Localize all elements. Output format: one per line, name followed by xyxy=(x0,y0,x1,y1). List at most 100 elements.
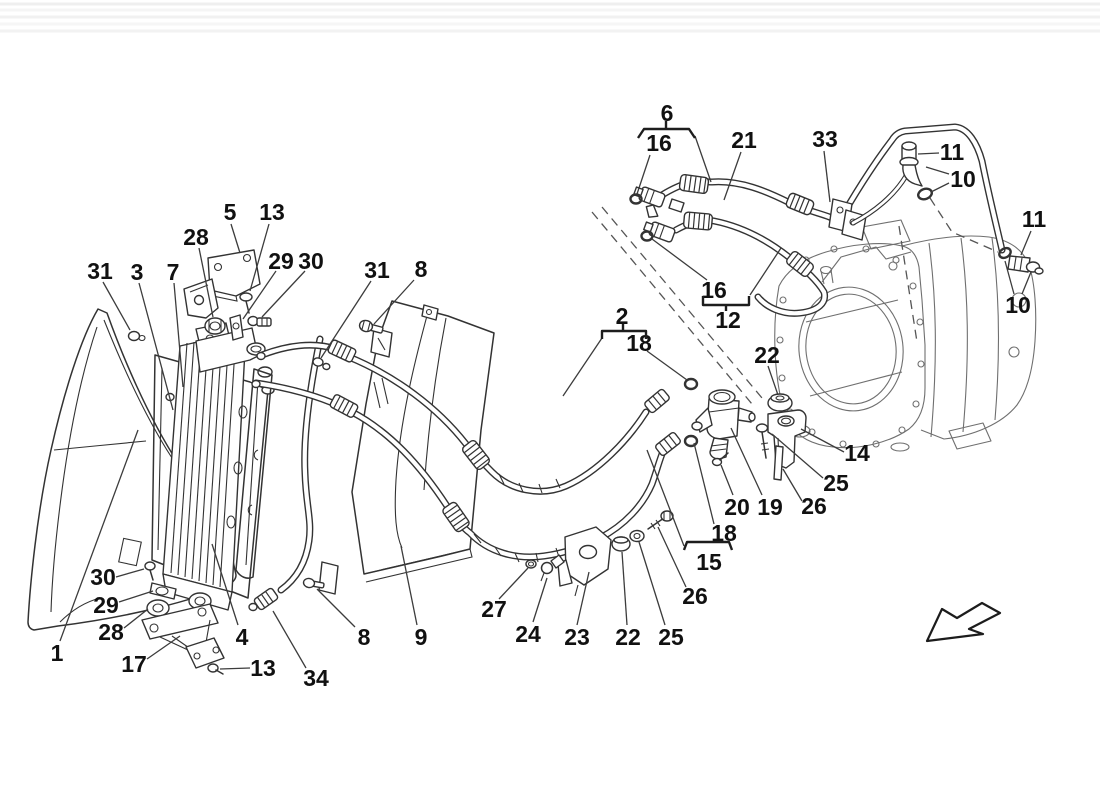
pipe-upper-drawing xyxy=(256,339,699,495)
part-label-17: 17 xyxy=(121,651,147,677)
part-label-19: 19 xyxy=(757,494,783,520)
union-fitting-lower-drawing xyxy=(998,246,1044,275)
leader-line xyxy=(925,166,950,175)
part-label-5: 5 xyxy=(224,199,237,225)
part-label-22: 22 xyxy=(615,624,641,650)
bolt-8-top xyxy=(358,319,384,334)
part-label-6: 6 xyxy=(661,100,674,126)
part-label-26: 26 xyxy=(682,583,708,609)
leader-line xyxy=(261,270,306,318)
bolt-30-top xyxy=(247,315,272,327)
dashed-guides xyxy=(591,197,999,405)
part-label-22: 22 xyxy=(754,342,780,368)
part-label-31: 31 xyxy=(87,258,113,284)
leader-line xyxy=(720,464,734,496)
leader-line xyxy=(272,610,307,669)
leader-line xyxy=(693,442,715,525)
part-label-7: 7 xyxy=(167,259,180,285)
leader-line xyxy=(657,526,687,588)
part-label-20: 20 xyxy=(724,494,750,520)
part-label-14: 14 xyxy=(844,440,870,466)
leader-line xyxy=(930,182,950,193)
leader-line xyxy=(621,551,628,626)
leader-line xyxy=(138,282,174,411)
leader-line xyxy=(173,282,184,388)
part-label-1: 1 xyxy=(51,640,64,666)
part-label-23: 23 xyxy=(564,624,590,650)
leader-line xyxy=(102,281,131,331)
part-label-11: 11 xyxy=(940,139,965,165)
leader-line xyxy=(576,571,590,626)
washer-25-bottom xyxy=(629,529,645,543)
leader-line xyxy=(782,468,803,502)
part-label-12: 12 xyxy=(715,307,741,333)
part-label-25: 25 xyxy=(823,470,849,496)
leader-line xyxy=(1004,260,1015,295)
part-label-8: 8 xyxy=(415,256,428,282)
part-label-24: 24 xyxy=(515,621,541,647)
leader-line xyxy=(146,635,181,660)
lower-bracket-drawing xyxy=(141,561,225,675)
bolt-31-right xyxy=(312,357,331,371)
leader-line xyxy=(400,545,418,626)
part-label-30: 30 xyxy=(90,564,116,590)
part-label-26: 26 xyxy=(801,493,827,519)
part-label-16: 16 xyxy=(701,277,727,303)
leader-line xyxy=(723,151,742,201)
leader-line xyxy=(1020,230,1032,256)
part-label-2: 2 xyxy=(616,303,629,329)
bolt-8-bottom xyxy=(302,577,325,589)
upper-bracket-drawing xyxy=(183,249,272,341)
part-label-28: 28 xyxy=(98,619,124,645)
part-label-34: 34 xyxy=(303,665,329,691)
leader-line xyxy=(767,365,779,396)
leader-line xyxy=(646,449,685,547)
leader-line xyxy=(115,568,145,578)
clip-29-top xyxy=(229,314,244,341)
part-label-27: 27 xyxy=(481,596,507,622)
part-label-9: 9 xyxy=(415,624,428,650)
side-strip-drawing xyxy=(235,368,273,579)
leader-line xyxy=(242,270,277,320)
leader-line xyxy=(562,337,603,397)
scan-artifact xyxy=(0,2,1100,33)
part-label-33: 33 xyxy=(812,126,838,152)
part-label-8: 8 xyxy=(358,624,371,650)
leader-line xyxy=(638,541,666,626)
part-label-31: 31 xyxy=(364,257,390,283)
part-label-13: 13 xyxy=(250,655,276,681)
part-label-15: 15 xyxy=(696,549,722,575)
bolt-26-bottom xyxy=(647,510,674,530)
leader-line xyxy=(219,667,251,670)
leader-line xyxy=(823,150,831,203)
thermostat-bracket-14-drawing xyxy=(767,409,807,469)
leader-line xyxy=(249,223,270,292)
leader-line xyxy=(373,279,415,325)
direction-arrow-icon xyxy=(925,601,1002,643)
oil-hose-upper-drawing xyxy=(629,123,1006,254)
part-label-13: 13 xyxy=(259,199,285,225)
leader-line xyxy=(917,152,940,155)
leader-line xyxy=(636,154,651,195)
leader-line xyxy=(800,428,845,453)
grommet-28-bottom xyxy=(146,599,170,617)
leader-line xyxy=(651,238,708,281)
pipe-lower-drawing xyxy=(251,379,699,563)
gearbox-drawing xyxy=(774,219,1037,452)
part-label-10: 10 xyxy=(1005,292,1031,318)
oil-cooler-fins xyxy=(170,332,237,588)
part-label-16: 16 xyxy=(646,130,672,156)
leader-line xyxy=(694,135,712,183)
union-fitting-upper-drawing xyxy=(850,141,933,226)
part-label-30: 30 xyxy=(298,248,324,274)
leader-line xyxy=(532,577,548,623)
grommet-22-bottom xyxy=(611,536,631,552)
leader-line xyxy=(230,223,241,254)
leader-line xyxy=(123,608,149,629)
leader-line xyxy=(1021,271,1032,295)
leader-line xyxy=(320,280,372,359)
part-label-28: 28 xyxy=(183,224,209,250)
support-bracket-23-drawing xyxy=(557,526,612,597)
